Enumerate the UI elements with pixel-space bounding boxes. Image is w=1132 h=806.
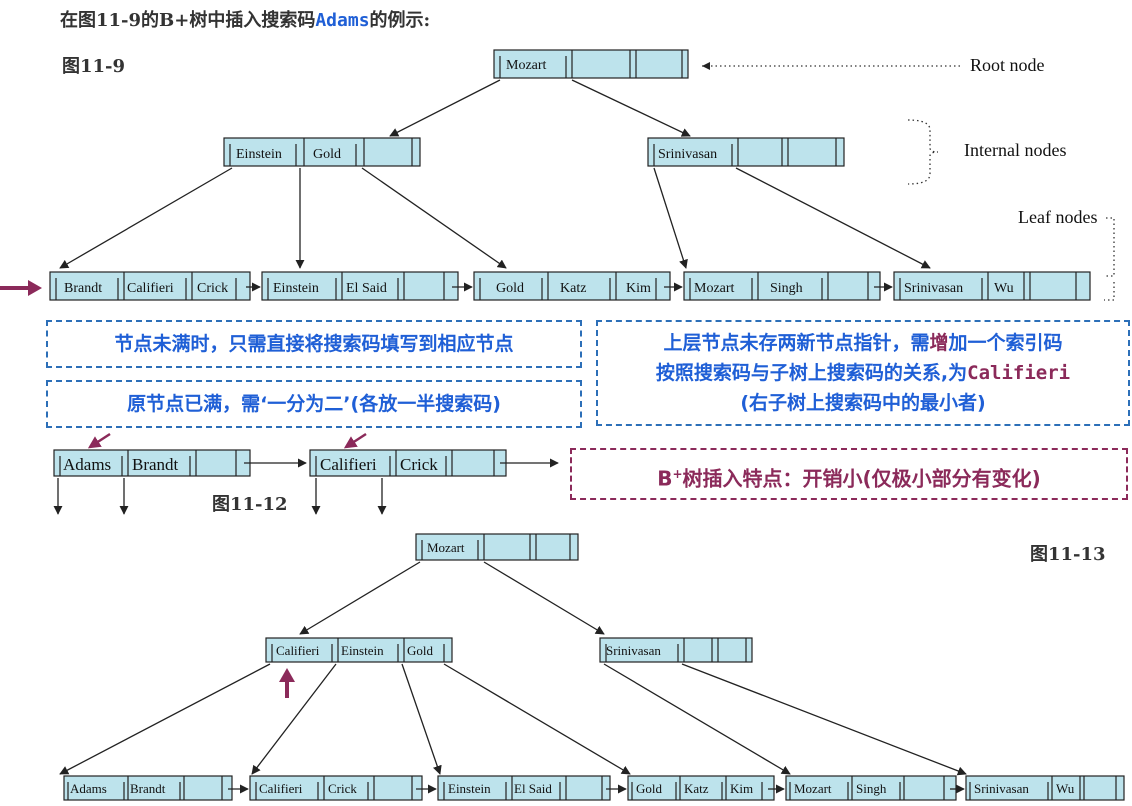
internal-key: Einstein — [341, 643, 384, 658]
note-insert-feature: B+树插入特点：开销小(仅极小部分有变化) — [570, 448, 1128, 500]
figure-label-11-12: 图11-12 — [212, 494, 288, 515]
leaf-key: Einstein — [273, 281, 319, 296]
leaf-key: Brandt — [64, 281, 102, 296]
leaf-key: Einstein — [448, 781, 491, 796]
leaf-key: Adams — [70, 781, 107, 796]
note-text: B — [657, 466, 673, 491]
internal-key: Einstein — [236, 147, 282, 162]
split-key: Adams — [63, 455, 111, 474]
leaf-key: Mozart — [694, 281, 735, 296]
leaf-key: Katz — [560, 281, 586, 296]
internal-node-left-after: Califieri Einstein Gold — [265, 637, 453, 663]
root-key: Mozart — [427, 540, 465, 555]
insert-arrow-icon — [28, 280, 42, 296]
leaf-node-before-2: Einstein El Said — [261, 271, 459, 301]
note-upper-level: 上层节点未存两新节点指针，需增加一个索引码 按照搜索码与子树上搜索码的关系,为C… — [596, 320, 1130, 426]
leaf-key: El Said — [514, 781, 552, 796]
new-index-arrow-icon — [279, 668, 295, 682]
leaf-node-after-6: Srinivasan Wu — [965, 775, 1125, 801]
leaf-key: Kim — [730, 781, 753, 796]
root-node-before: Mozart — [493, 49, 689, 79]
leaf-key: Crick — [197, 281, 228, 296]
leaf-node-after-5: Mozart Singh — [785, 775, 957, 801]
leaf-key: Singh — [856, 781, 887, 796]
note-text: 加一个索引码 — [948, 332, 1063, 354]
note-superscript: + — [672, 467, 683, 481]
note-text: 树插入特点：开销小(仅极小部分有变化) — [682, 466, 1041, 491]
note-highlight: 增 — [929, 332, 949, 354]
leaf-key: Mozart — [794, 781, 832, 796]
leaf-key: Srinivasan — [974, 781, 1029, 796]
new-key-arrow-icon — [87, 432, 111, 449]
leaf-key: Wu — [1056, 781, 1075, 796]
split-leaf-right: Califieri Crick — [309, 449, 507, 477]
split-key: Crick — [400, 455, 438, 474]
split-key: Brandt — [132, 455, 179, 474]
internal-key: Srinivasan — [658, 147, 717, 162]
heading-suffix: 的例示: — [369, 10, 431, 31]
note-highlight: Califieri — [967, 362, 1071, 384]
note-upper-line-3: (右子树上搜索码中的最小者) — [740, 392, 986, 414]
root-node-after: Mozart — [415, 533, 579, 561]
internal-nodes-label: Internal nodes — [964, 140, 1066, 160]
leaf-key: Kim — [626, 281, 651, 296]
internal-node-left-before: Einstein Gold — [223, 137, 421, 167]
leaf-key: Singh — [770, 281, 803, 296]
split-key: Califieri — [320, 455, 377, 474]
leaf-key: El Said — [346, 281, 387, 296]
note-not-full: 节点未满时，只需直接将搜索码填写到相应节点 — [46, 320, 582, 368]
leaf-node-before-5: Srinivasan Wu — [893, 271, 1091, 301]
split-leaves: Adams Brandt Califieri Crick — [53, 432, 559, 515]
root-node-label: Root node — [970, 55, 1045, 75]
leaf-key: Gold — [496, 281, 524, 296]
note-text: 上层节点未存两新节点指针，需 — [663, 332, 930, 354]
leaf-node-after-3: Einstein El Said — [437, 775, 611, 801]
split-leaf-left: Adams Brandt — [53, 449, 251, 477]
tree-after: Mozart Califieri Einstein Gold Srinivasa… — [59, 533, 1125, 801]
internal-key: Srinivasan — [606, 643, 661, 658]
leaf-key: Wu — [994, 281, 1014, 296]
internal-node-right-after: Srinivasan — [599, 637, 753, 663]
leaf-nodes-label: Leaf nodes — [1018, 207, 1097, 227]
leaf-node-before-4: Mozart Singh — [683, 271, 881, 301]
new-key-arrow-icon — [343, 432, 367, 449]
leaf-key: Katz — [684, 781, 709, 796]
root-key: Mozart — [506, 58, 547, 73]
page-heading: 在图11-9的B+树中插入搜索码Adams的例示: — [60, 6, 430, 32]
internal-key: Califieri — [276, 643, 320, 658]
note-text: 按照搜索码与子树上搜索码的关系,为 — [655, 362, 968, 384]
leaf-node-before-1: Brandt Califieri Crick — [49, 271, 251, 301]
internal-key: Gold — [407, 643, 434, 658]
note-upper-line-2: 按照搜索码与子树上搜索码的关系,为Califieri — [598, 358, 1128, 388]
leaf-key: Srinivasan — [904, 281, 963, 296]
leaf-key: Crick — [328, 781, 357, 796]
note-upper-line-1: 上层节点未存两新节点指针，需增加一个索引码 — [598, 328, 1128, 358]
internal-node-right-before: Srinivasan — [647, 137, 845, 167]
leaf-key: Califieri — [259, 781, 303, 796]
leaf-key: Califieri — [127, 281, 174, 296]
leaf-key: Gold — [636, 781, 663, 796]
internal-key: Gold — [313, 147, 341, 162]
leaf-node-before-3: Gold Katz Kim — [473, 271, 671, 301]
heading-prefix: 在图11-9的B+树中插入搜索码 — [60, 10, 316, 31]
figure-label-11-13: 图11-13 — [1030, 544, 1106, 565]
leaf-node-after-4: Gold Katz Kim — [627, 775, 775, 801]
leaf-key: Brandt — [130, 781, 166, 796]
tree-before: Mozart Root node Einstein Gold Sriniva — [0, 49, 1115, 301]
leaf-node-after-2: Califieri Crick — [249, 775, 423, 801]
figure-label-11-9: 图11-9 — [62, 56, 126, 77]
note-full-split: 原节点已满，需‘一分为二’(各放一半搜索码) — [46, 380, 582, 428]
leaf-node-after-1: Adams Brandt — [63, 775, 233, 801]
heading-highlight: Adams — [315, 10, 370, 31]
